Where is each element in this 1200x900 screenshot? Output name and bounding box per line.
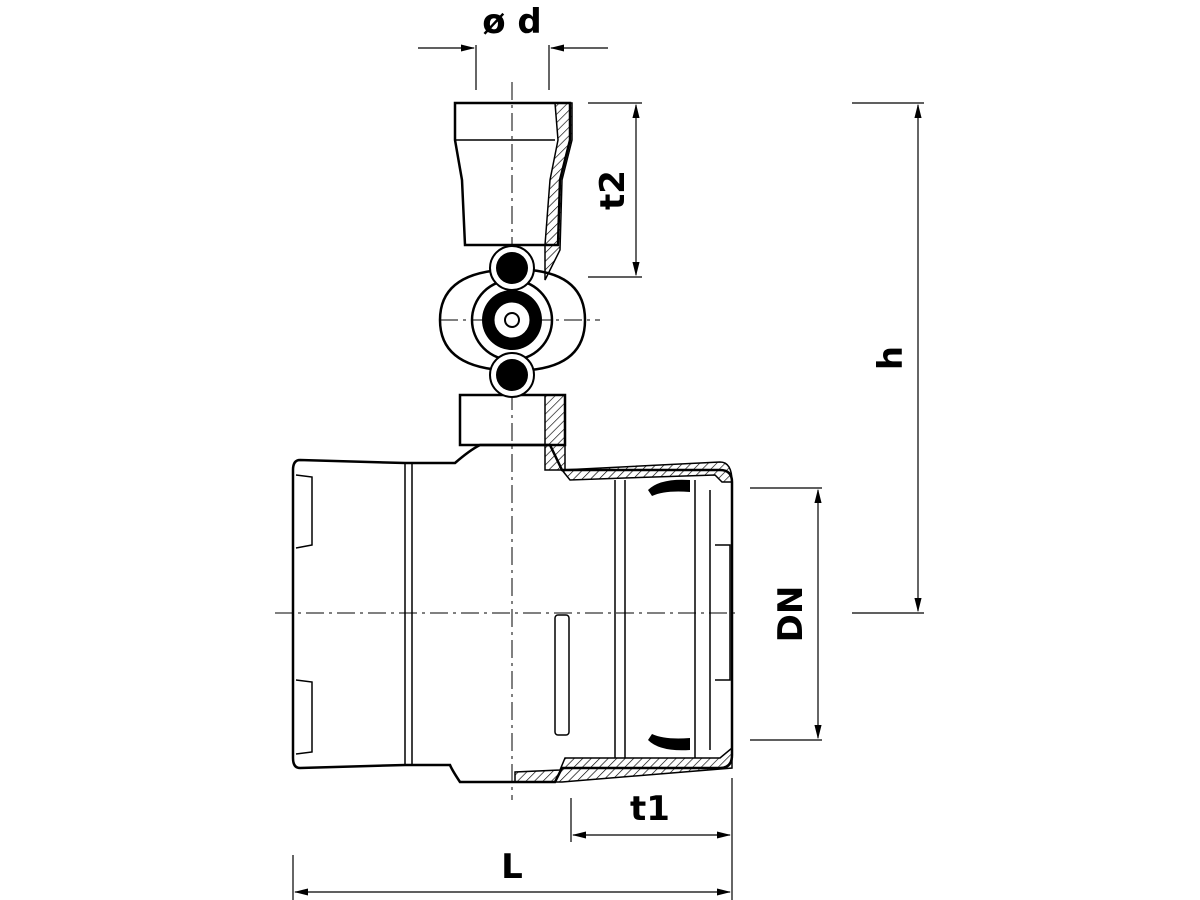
label-height: h bbox=[871, 346, 911, 370]
dimension-lines bbox=[292, 44, 924, 900]
center-lines bbox=[275, 82, 740, 800]
tapping-spigot bbox=[438, 101, 587, 471]
label-length: L bbox=[501, 847, 523, 887]
label-outer-diameter: ø d bbox=[482, 2, 542, 42]
label-nominal-diameter: DN bbox=[771, 586, 811, 643]
label-spigot-depth: t2 bbox=[593, 170, 633, 210]
label-socket-depth: t1 bbox=[630, 789, 670, 829]
